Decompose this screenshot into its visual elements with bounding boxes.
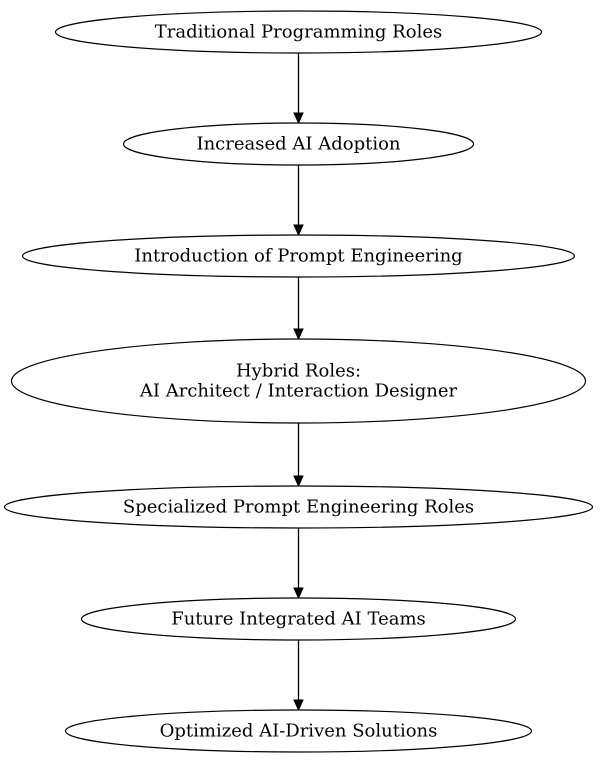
- node-adoption: Increased AI Adoption: [122, 122, 475, 166]
- node-ellipse: [3, 485, 594, 529]
- arrowhead-icon: [293, 475, 304, 488]
- edge-arrow: [293, 640, 304, 712]
- node-ellipse: [54, 10, 543, 54]
- node-label: AI Architect / Interaction Designer: [139, 381, 458, 402]
- edge-arrow: [293, 277, 304, 341]
- node-label: Future Integrated AI Teams: [171, 609, 426, 630]
- node-label: Hybrid Roles:: [236, 361, 361, 382]
- node-future-teams: Future Integrated AI Teams: [80, 597, 517, 641]
- node-hybrid: Hybrid Roles:AI Architect / Interaction …: [10, 338, 587, 424]
- node-label: Optimized AI-Driven Solutions: [160, 721, 438, 742]
- edge-arrow: [293, 423, 304, 488]
- arrowhead-icon: [293, 587, 304, 600]
- edge-arrow: [293, 165, 304, 237]
- edge-arrow: [293, 53, 304, 125]
- node-optimized: Optimized AI-Driven Solutions: [64, 709, 533, 753]
- node-ellipse: [21, 234, 576, 278]
- node-ellipse: [64, 709, 533, 753]
- node-ellipse: [80, 597, 517, 641]
- node-ellipse: [122, 122, 475, 166]
- edges: [293, 53, 304, 712]
- node-ellipse: [10, 338, 587, 424]
- arrowhead-icon: [293, 328, 304, 341]
- node-traditional: Traditional Programming Roles: [54, 10, 543, 54]
- edge-arrow: [293, 528, 304, 600]
- arrowhead-icon: [293, 112, 304, 125]
- arrowhead-icon: [293, 224, 304, 237]
- node-prompt-intro: Introduction of Prompt Engineering: [21, 234, 576, 278]
- node-label: Increased AI Adoption: [196, 134, 400, 155]
- node-label: Traditional Programming Roles: [155, 22, 442, 43]
- arrowhead-icon: [293, 699, 304, 712]
- node-label: Introduction of Prompt Engineering: [134, 246, 462, 267]
- node-label: Specialized Prompt Engineering Roles: [123, 497, 474, 518]
- node-specialized: Specialized Prompt Engineering Roles: [3, 485, 594, 529]
